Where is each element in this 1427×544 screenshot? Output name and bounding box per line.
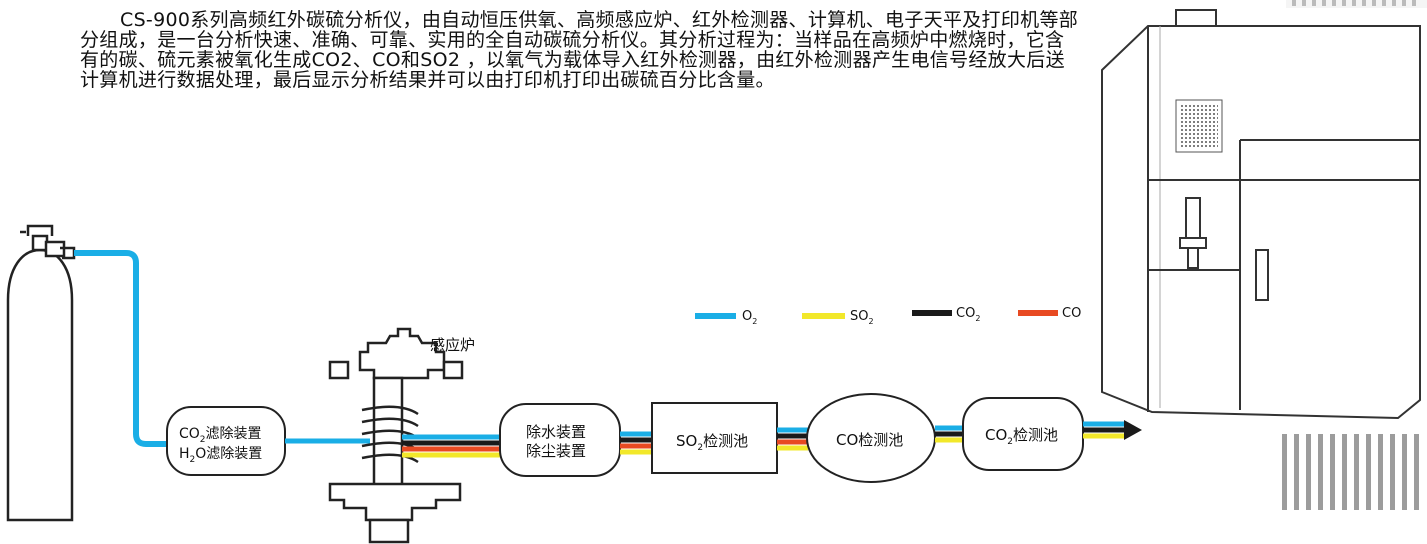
analyzer-instrument-cabinet: [1101, 9, 1421, 420]
so2-detection-cell: SO2检测池: [651, 402, 778, 474]
o2-supply-line: [74, 250, 168, 447]
dust-filter-label: 除尘装置: [526, 442, 586, 460]
legend-o2-label: O2: [742, 309, 757, 326]
gas-legend: O2 SO2 CO2 CO: [695, 306, 1081, 326]
decorative-stripes-top: [1286, 0, 1427, 8]
cabinet-vent-grille: [1180, 104, 1218, 148]
co2-detection-cell: CO2检测池: [962, 397, 1084, 471]
co-cell-label: CO检测池: [836, 431, 903, 449]
so2-cell-label: SO2检测池: [676, 432, 748, 453]
dehumidifier-label: 除水装置: [526, 423, 586, 441]
exhaust-line-arrow: [1083, 420, 1142, 440]
legend-so2-label: SO2: [850, 309, 874, 326]
legend-co-label: CO: [1062, 306, 1081, 321]
co2-cell-label: CO2检测池: [985, 426, 1058, 447]
gas-line-to-co2-cell: [935, 425, 963, 443]
intro-paragraph: CS-900系列高频红外碳硫分析仪，由自动恒压供氧、高频感应炉、红外检测器、计算…: [80, 9, 1079, 91]
legend-co2-label: CO2: [956, 306, 980, 323]
induction-furnace: [328, 327, 464, 544]
oxygen-cylinder: [6, 224, 76, 522]
dehumidifier-dust-filter-box: 除水装置 除尘装置: [499, 403, 621, 477]
decorative-stripes-bottom: [1282, 434, 1419, 510]
gas-line-to-so2-cell: [620, 431, 652, 455]
co2-filter-label-line1: CO2滤除装置: [179, 426, 262, 445]
h2o-filter-label-line2: H2O滤除装置: [179, 446, 262, 465]
co-detection-cell: CO检测池: [806, 393, 936, 483]
furnace-label: 感应炉: [430, 336, 475, 354]
gas-line-to-co-cell: [777, 427, 808, 451]
co2-h2o-filter-box: CO2滤除装置 H2O滤除装置: [166, 406, 286, 476]
gas-line-furnace-to-dehumidifier: [402, 434, 500, 458]
